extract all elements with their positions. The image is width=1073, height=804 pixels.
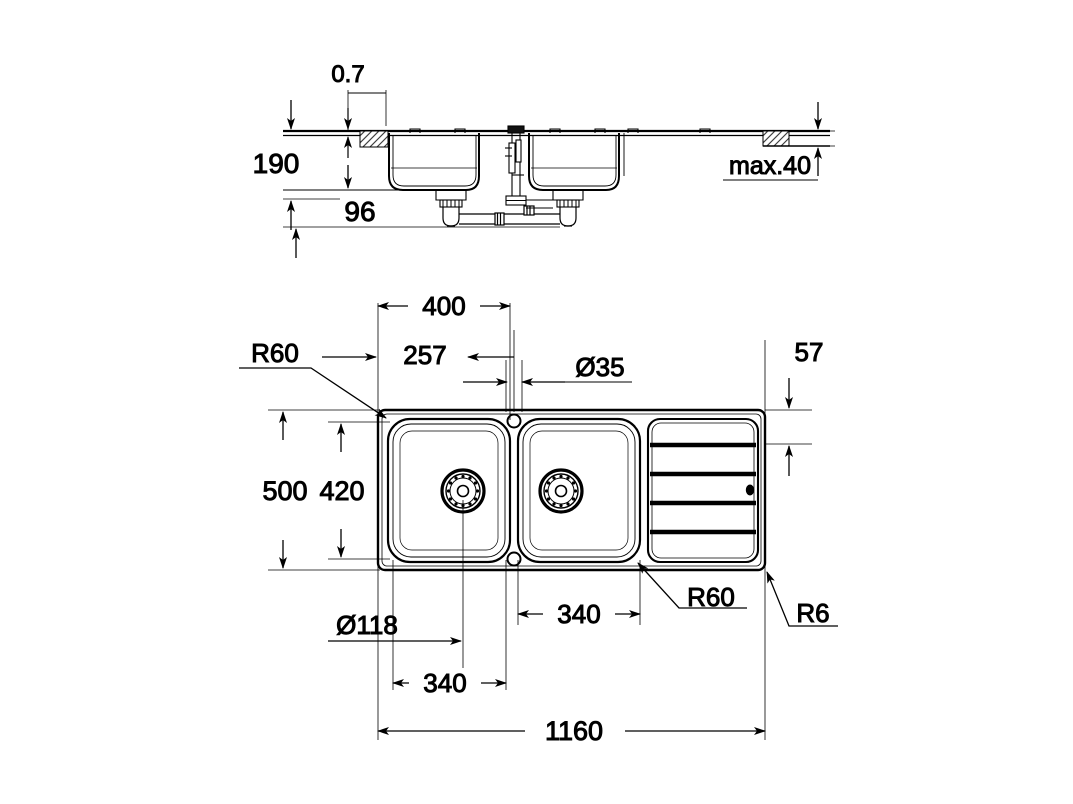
drain-left-perforations [446,474,480,508]
dim-label-96: 96 [344,196,375,227]
waste-outlet-left [435,190,467,227]
section-elevation-view: 0.7 190 96 max.40 [252,61,835,258]
dim-label-r60-lower: R60 [687,582,735,612]
dim-label-420: 420 [319,476,364,506]
overflow-hole-lower [506,551,522,567]
drainboard-plan [646,417,760,564]
dim-label-118: Ø118 [336,610,398,640]
dim-label-400: 400 [422,291,465,321]
drain-right-plan [538,468,584,514]
leader-r60-lower [637,562,747,609]
section-dimensions: 0.7 190 96 max.40 [252,61,835,258]
bowl-right-section [528,128,711,191]
mounting-clamp-right [762,130,790,147]
drainboard-grooves [650,442,756,535]
waste-outlet-right [552,190,584,227]
dim-label-340-right: 340 [557,599,600,629]
drainboard-outlet-slot [745,484,755,496]
tap-hole-35 [506,413,522,429]
mounting-clamp-left [359,130,389,148]
overflow-riser [505,125,553,209]
dim-label-35: Ø35 [575,352,624,382]
plan-dimensions: 400 257 Ø35 57 R60 R60 R6 [239,291,838,747]
dim-label-r6: R6 [796,598,829,628]
dim-label-500: 500 [262,476,307,506]
leader-r6 [766,571,838,627]
dim-label-340-lower: 340 [423,668,466,698]
plan-top-view: 400 257 Ø35 57 R60 R60 R6 [239,291,838,747]
dim-label-r60-upper: R60 [251,338,299,368]
sink-outer-inner-offset [381,413,762,567]
dim-label-190: 190 [253,148,300,179]
dim-label-257: 257 [403,340,446,370]
dim-label-max40: max.40 [729,152,811,180]
dim-label-57: 57 [795,337,824,367]
dim-label-0-7: 0.7 [331,61,364,88]
trap-pipe-assembly [459,205,560,226]
leader-r60-upper [239,367,387,419]
plan-extension-lines [377,303,766,740]
drain-right-perforations [544,474,578,508]
dim-label-1160: 1160 [545,716,603,746]
